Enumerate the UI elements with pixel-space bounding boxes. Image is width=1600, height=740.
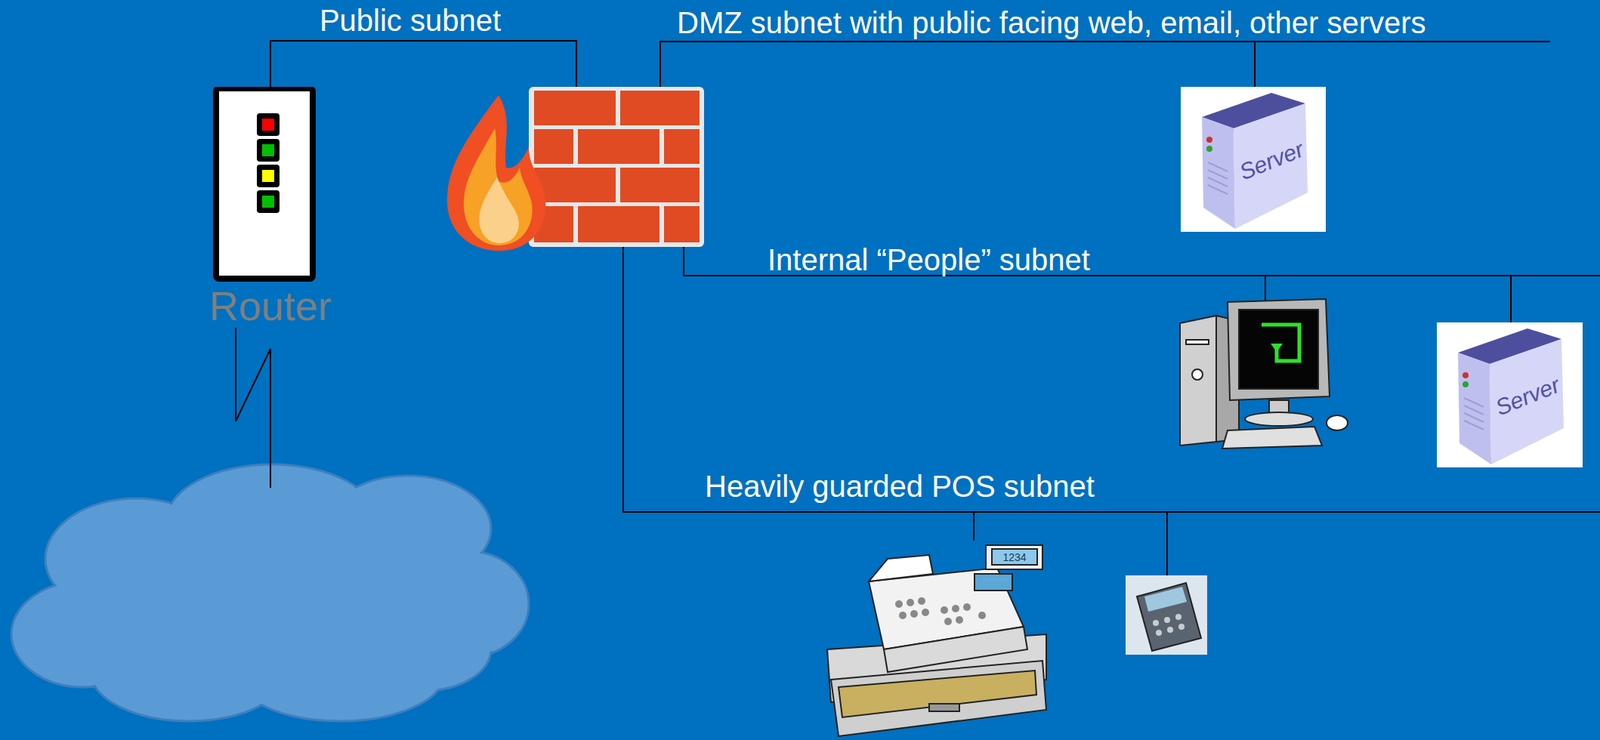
- router-node: Router: [202, 86, 339, 329]
- server-node: Server: [1436, 322, 1583, 468]
- device-label: Router: [209, 285, 332, 327]
- server-node: Server: [1180, 86, 1326, 232]
- subnet-wires: [235, 40, 1600, 577]
- firewall-icon: [447, 86, 705, 251]
- subnet-label: Heavily guarded POS subnet: [704, 471, 1095, 502]
- display-number: 1234: [1002, 552, 1026, 563]
- internet-cloud: [11, 464, 529, 722]
- subnet-label: DMZ subnet with public facing web, email…: [676, 7, 1427, 38]
- subnet-label: Public subnet: [319, 5, 501, 36]
- card-reader: [1125, 575, 1208, 655]
- cash-register: [827, 545, 1047, 737]
- subnet-label: Internal “People” subnet: [767, 244, 1091, 275]
- desktop-computer: [1179, 299, 1348, 449]
